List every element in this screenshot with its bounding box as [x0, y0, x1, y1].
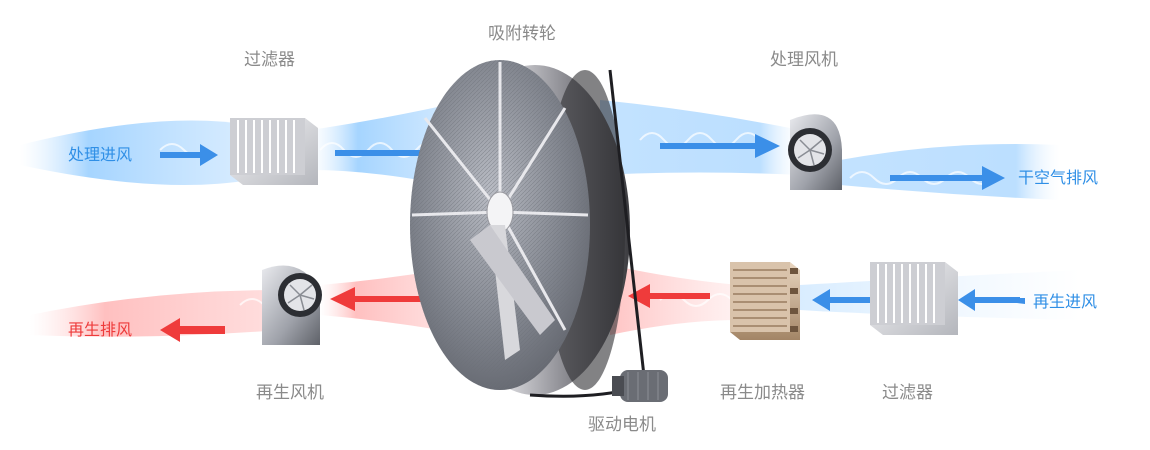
arrow-regen-exhaust: [160, 318, 225, 342]
arrow-filter-to-heater: [812, 289, 870, 311]
label-filter-bottom: 过滤器: [882, 383, 933, 403]
regen-fan: [262, 265, 322, 345]
desiccant-wheel: [410, 60, 647, 398]
process-fan: [788, 114, 842, 190]
drive-motor: [612, 370, 668, 402]
regen-heater: [730, 262, 800, 340]
arrow-wheel-to-fan: [660, 134, 780, 158]
flow-arrows: [160, 134, 1025, 342]
label-drive-motor: 驱动电机: [588, 415, 656, 435]
label-regen-exhaust: 再生排风: [68, 320, 133, 339]
arrow-heater-to-wheel: [628, 284, 710, 308]
label-regen-inlet: 再生进风: [1033, 292, 1098, 311]
regen-air-streams: [30, 265, 740, 337]
filter-top: [230, 118, 318, 185]
dry-outlet-stream: [840, 144, 1060, 200]
wheel-spokes: [411, 62, 589, 331]
label-regen-heater: 再生加热器: [720, 383, 805, 403]
label-regen-fan: 再生风机: [256, 383, 324, 403]
wheel-sector-divider-2: [470, 225, 555, 335]
regen-exhaust-stream: [30, 290, 280, 337]
label-process-fan: 处理风机: [770, 50, 838, 70]
label-dry-outlet: 干空气排风: [1018, 168, 1099, 187]
filter-bottom: [870, 262, 958, 335]
label-filter-top: 过滤器: [244, 50, 295, 70]
label-desiccant-wheel: 吸附转轮: [488, 24, 556, 44]
arrow-wheel-to-regen-fan: [330, 287, 430, 311]
regen-heated-stream: [610, 265, 740, 335]
process-inlet-stream: [20, 120, 250, 185]
arrow-dry-outlet: [890, 166, 1005, 190]
label-process-inlet: 处理进风: [68, 145, 133, 164]
arrow-process-inlet: [160, 144, 218, 166]
arrow-regen-inlet-2: [958, 289, 1020, 311]
arrow-process-to-wheel: [335, 140, 450, 166]
process-outlet-stream: [600, 100, 800, 175]
